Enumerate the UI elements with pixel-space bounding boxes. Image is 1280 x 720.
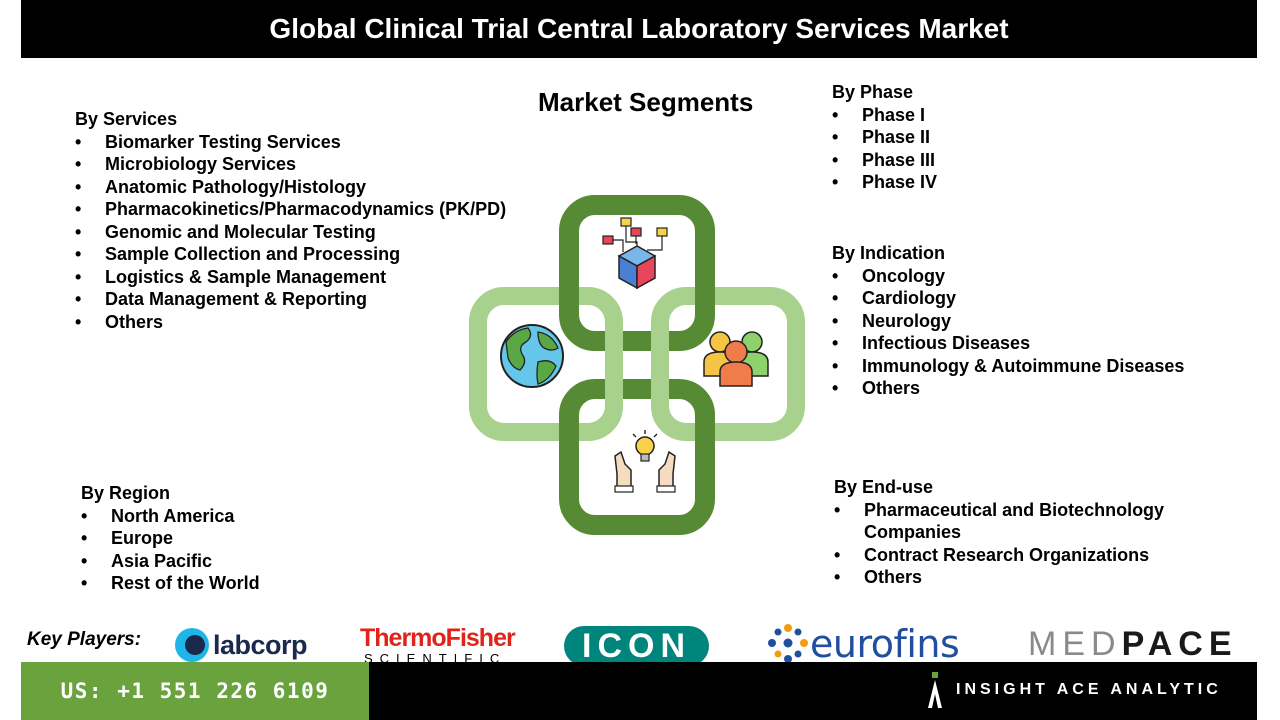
insight-ace-mark-icon [928, 672, 942, 708]
ring-top [559, 195, 715, 351]
page-title: Global Clinical Trial Central Laboratory… [269, 13, 1009, 44]
list-item: North America [81, 505, 260, 528]
segment-heading: By Services [75, 109, 178, 129]
segment-by-end-use: By End-use Pharmaceutical and Biotechnol… [834, 476, 1214, 589]
data-cube-icon [602, 217, 668, 290]
segment-by-services: By Services Biomarker Testing Services M… [75, 108, 506, 333]
list-item: Phase I [832, 104, 937, 127]
eurofins-dots-icon [768, 624, 808, 663]
segment-heading: By Region [81, 483, 171, 503]
list-item: Phase IV [832, 171, 937, 194]
list-item: Rest of the World [81, 572, 260, 595]
list-item: Phase II [832, 126, 937, 149]
list-item: Microbiology Services [75, 153, 506, 176]
list-item: Phase III [832, 149, 937, 172]
list-item: Logistics & Sample Management [75, 266, 506, 289]
list-item: Pharmacokinetics/Pharmacodynamics (PK/PD… [75, 198, 506, 221]
globe-icon [500, 324, 564, 388]
people-group-icon [703, 331, 769, 387]
list-item: Europe [81, 527, 260, 550]
list-item: Others [75, 311, 506, 334]
segment-list: Pharmaceutical and Biotechnology Compani… [834, 499, 1214, 589]
list-item: Immunology & Autoimmune Diseases [832, 355, 1184, 378]
list-item: Contract Research Organizations [834, 544, 1214, 567]
eurofins-logo-text: eurofins [810, 622, 960, 666]
list-item: Neurology [832, 310, 1184, 333]
ring-bottom [559, 379, 715, 535]
segment-list: North America Europe Asia Pacific Rest o… [81, 505, 260, 595]
list-item: Cardiology [832, 287, 1184, 310]
list-item: Biomarker Testing Services [75, 131, 506, 154]
segment-list: Oncology Cardiology Neurology Infectious… [832, 265, 1184, 400]
phone-number: US: +1 551 226 6109 [21, 662, 369, 720]
eurofins-logo: eurofins [766, 622, 960, 666]
labcorp-logo-text: labcorp [213, 629, 308, 660]
segment-by-phase: By Phase Phase I Phase II Phase III Phas… [832, 81, 937, 194]
diagram-title: Market Segments [538, 87, 754, 117]
icon-logo: ICON [564, 626, 709, 666]
brand-name: INSIGHT ACE ANALYTIC [956, 681, 1222, 698]
segment-by-indication: By Indication Oncology Cardiology Neurol… [832, 242, 1184, 400]
segments-diagram [469, 195, 805, 535]
segment-list: Phase I Phase II Phase III Phase IV [832, 104, 937, 194]
brand-logo: INSIGHT ACE ANALYTIC [926, 672, 1222, 708]
medpace-logo-text-dark: PACE [1121, 624, 1238, 663]
list-item: Sample Collection and Processing [75, 243, 506, 266]
key-players-label: Key Players: [27, 629, 142, 650]
icon-logo-text: ICON [582, 626, 691, 665]
segment-by-region: By Region North America Europe Asia Paci… [81, 482, 260, 595]
thermo-fisher-logo-text: ThermoFisher [360, 624, 516, 652]
medpace-logo-text-light: MED [1028, 624, 1122, 663]
thermo-fisher-logo: ThermoFisher SCIENTIFIC [360, 624, 516, 666]
segment-heading: By Phase [832, 82, 914, 102]
list-item: Genomic and Molecular Testing [75, 221, 506, 244]
list-item: Data Management & Reporting [75, 288, 506, 311]
list-item: Asia Pacific [81, 550, 260, 573]
list-item: Others [834, 566, 1214, 589]
list-item: Others [832, 377, 1184, 400]
segment-heading: By Indication [832, 243, 946, 263]
list-item: Pharmaceutical and Biotechnology Compani… [834, 499, 1214, 544]
list-item: Anatomic Pathology/Histology [75, 176, 506, 199]
medpace-logo: MED PACE [1028, 624, 1238, 664]
hands-lightbulb-icon [614, 430, 676, 493]
list-item: Oncology [832, 265, 1184, 288]
page-title-bar: Global Clinical Trial Central Laboratory… [21, 0, 1257, 58]
list-item: Infectious Diseases [832, 332, 1184, 355]
labcorp-mark-icon [175, 628, 209, 662]
labcorp-logo: labcorp [175, 626, 308, 664]
segment-heading: By End-use [834, 477, 934, 497]
segment-list: Biomarker Testing Services Microbiology … [75, 131, 506, 334]
